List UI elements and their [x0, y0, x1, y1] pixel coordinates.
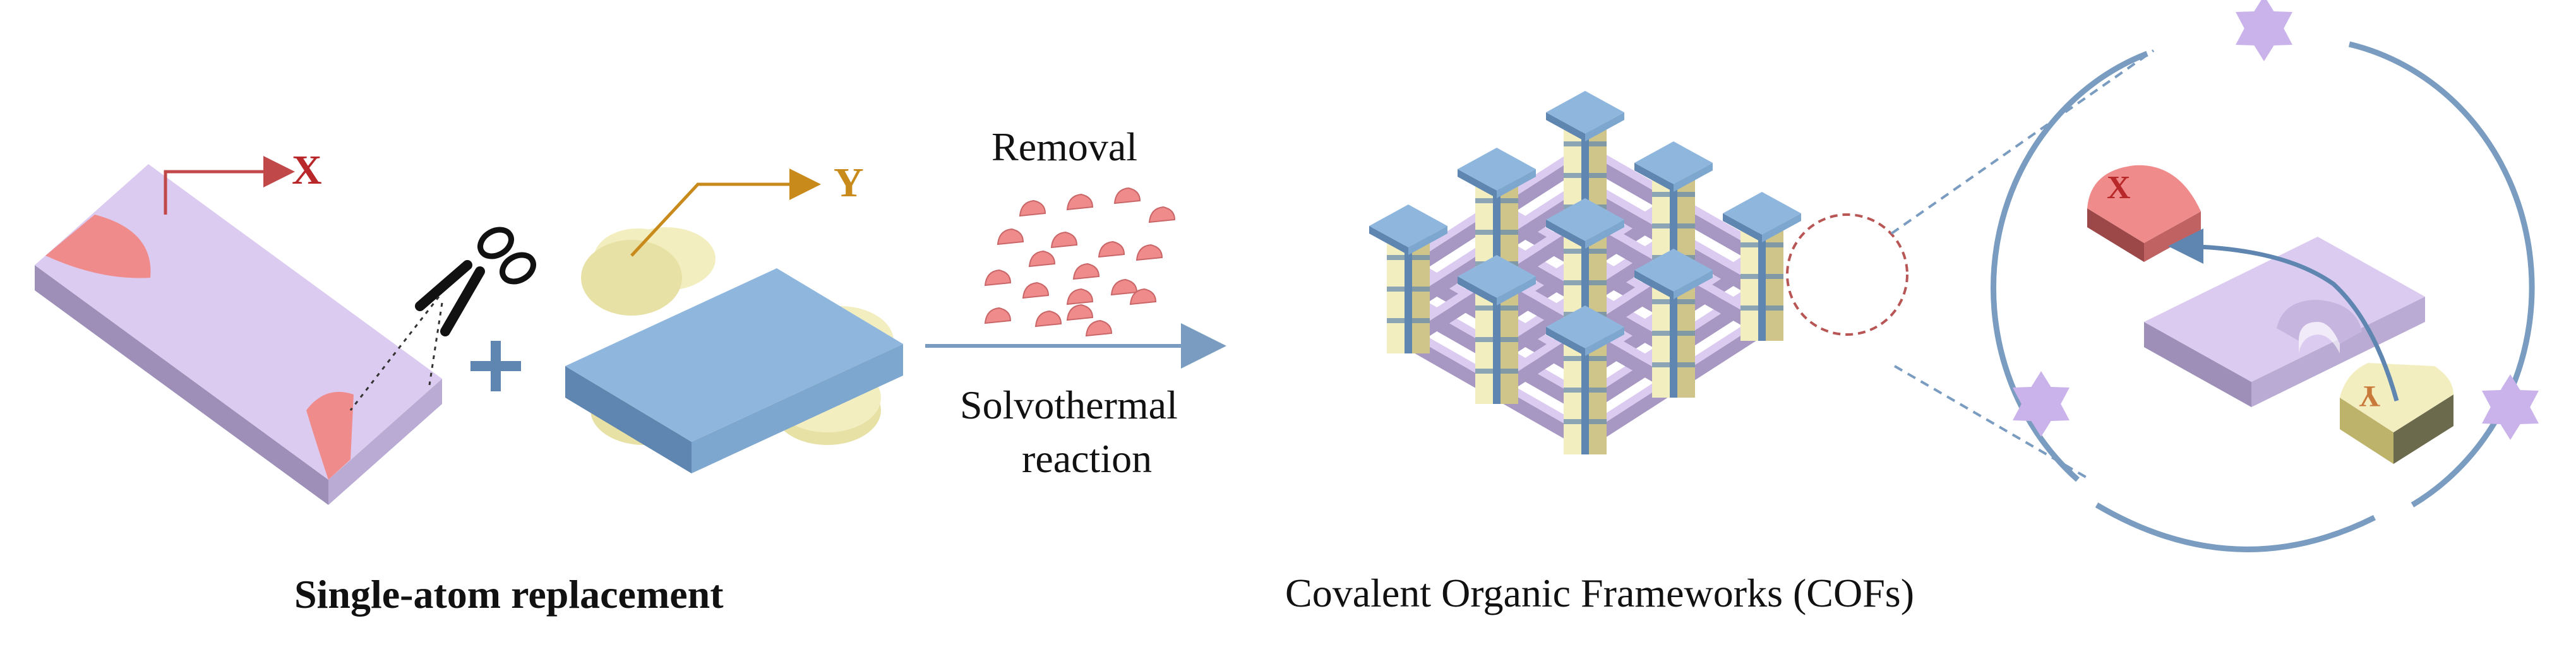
zoom-y-label: Y — [2359, 379, 2381, 413]
x-fragment — [1050, 231, 1078, 249]
linker-bar — [35, 156, 442, 505]
x-end-left — [45, 215, 151, 278]
x-label: X — [292, 147, 322, 193]
highlight-circle — [1786, 213, 1908, 336]
scissors-icon — [415, 227, 536, 336]
x-fragment — [1019, 199, 1046, 217]
x-fragment — [1098, 240, 1125, 258]
zoom-line-top — [1890, 49, 2155, 235]
solvothermal-label: Solvothermal — [960, 382, 1178, 427]
cut-line-top — [349, 296, 440, 411]
single-atom-caption: Single-atom replacement — [294, 572, 724, 617]
y-pointer-arrow — [630, 169, 821, 257]
x-fragment — [1028, 250, 1056, 268]
x-fragment — [1066, 288, 1094, 305]
x-fragment — [1072, 263, 1100, 280]
x-pointer-arrow — [164, 156, 295, 215]
star-icon — [2482, 374, 2539, 440]
x-fragment — [1066, 304, 1094, 321]
x-end-right — [306, 391, 354, 480]
zoom-detail — [1991, 0, 2539, 552]
x-fragment — [1022, 282, 1050, 299]
x-fragment — [997, 228, 1024, 246]
removed-x-pieces — [984, 187, 1176, 337]
x-fragment — [1085, 319, 1113, 337]
x-fragment — [1066, 193, 1094, 211]
plus-icon — [470, 341, 521, 391]
x-fragment — [1113, 187, 1141, 204]
x-fragment — [984, 307, 1012, 324]
removal-label: Removal — [991, 124, 1138, 169]
star-icon — [2013, 371, 2070, 437]
y-label: Y — [834, 160, 864, 206]
x-fragment — [984, 269, 1012, 287]
x-fragment — [1135, 244, 1163, 261]
x-fragment — [1034, 310, 1062, 328]
node-block — [565, 169, 903, 473]
x-fragment — [1110, 278, 1138, 296]
x-fragment — [1129, 288, 1157, 305]
zoom-x-label: X — [2107, 170, 2131, 206]
reaction-label: reaction — [1022, 436, 1153, 481]
x-fragment — [1148, 206, 1176, 223]
star-icon — [2236, 0, 2292, 61]
cofs-caption: Covalent Organic Frameworks (COFs) — [1285, 571, 1914, 615]
cof-framework — [1369, 91, 1801, 454]
